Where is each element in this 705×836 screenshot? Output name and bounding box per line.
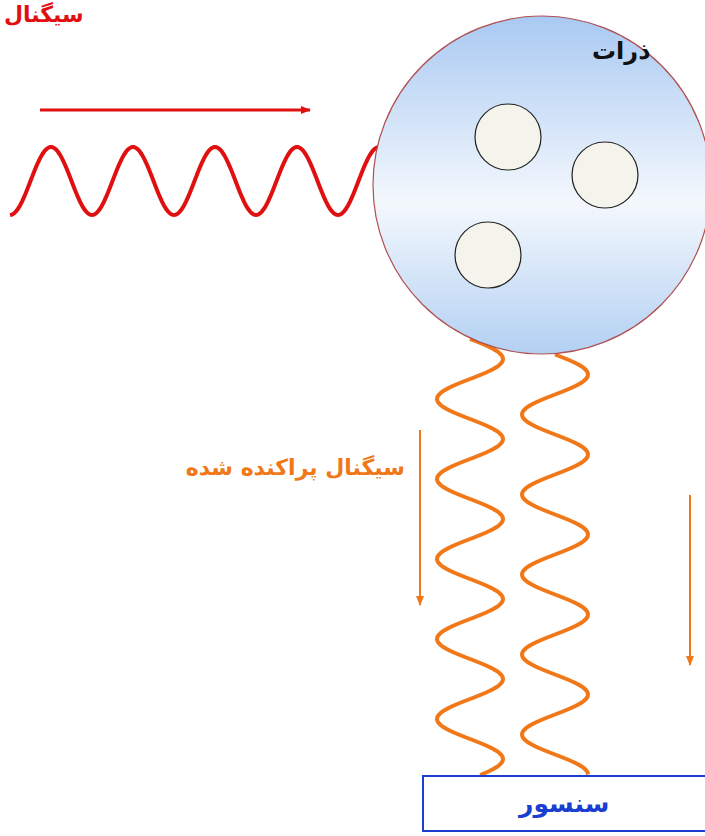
- particle: [455, 222, 521, 288]
- scattered-signal-label: سیگنال پراکنده شده: [186, 455, 405, 480]
- scattered-wave: [437, 339, 503, 775]
- scattered-wave: [522, 355, 588, 775]
- particles-label: ذرات: [592, 37, 650, 65]
- sensor-box: سنسور: [422, 775, 705, 832]
- particle: [475, 104, 541, 170]
- circle-outline: [372, 15, 705, 355]
- sensor-label: سنسور: [519, 789, 609, 818]
- signal-label: سیگنال: [4, 2, 84, 27]
- particle: [572, 142, 638, 208]
- incident-wave: [10, 147, 420, 215]
- direction-arrow: [689, 495, 691, 665]
- direction-arrow: [40, 109, 310, 112]
- particle-cloud-circle: ذرات: [372, 15, 705, 355]
- direction-arrow: [419, 430, 421, 605]
